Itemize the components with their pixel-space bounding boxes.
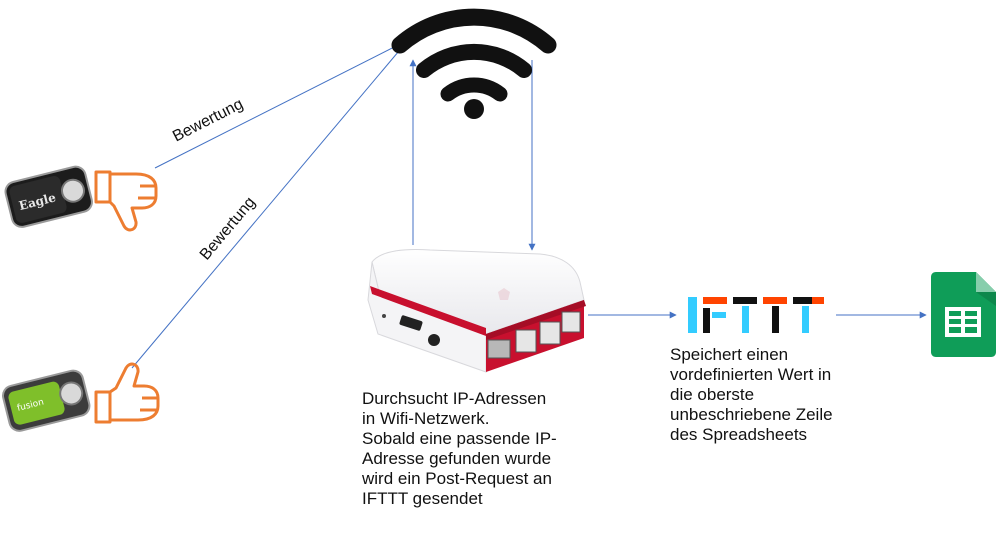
arrow-top-button-to-wifi: [154, 39, 409, 169]
wifi-icon: [391, 8, 557, 119]
raspberry-pi-case: [367, 249, 586, 373]
ifttt-logo: [688, 297, 824, 333]
google-sheets-icon: [931, 272, 996, 357]
dash-button-bottom: fusion: [1, 369, 91, 432]
connection-arrows: [131, 39, 927, 369]
thumbs-down-icon: [94, 170, 158, 232]
pi-description: Durchsucht IP-Adressen in Wifi-Netzwerk.…: [362, 389, 557, 508]
ifttt-description: Speichert einen vordefinierten Wert in d…: [670, 345, 833, 444]
thumbs-up-icon: [94, 362, 160, 424]
dash-button-top: Eagle: [4, 165, 93, 228]
arrow-bottom-button-to-wifi: [131, 44, 405, 369]
